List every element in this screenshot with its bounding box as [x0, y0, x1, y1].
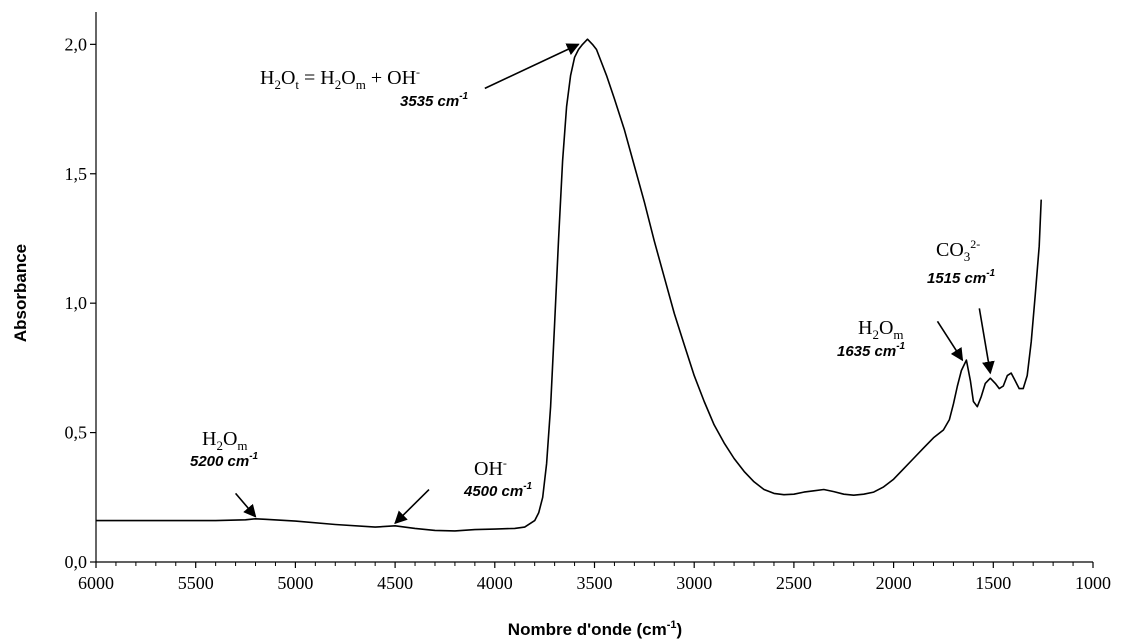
- annotation-label-h2ot: H2Ot = H2Om + OH-: [260, 65, 420, 92]
- annotation-arrow: [978, 308, 995, 375]
- x-tick-label: 4000: [477, 573, 513, 593]
- x-tick-label: 4500: [377, 573, 413, 593]
- annotation-arrow: [936, 320, 964, 362]
- annotation-label-oh-4500: OH-: [474, 456, 507, 480]
- annotation-wavenumber-3535: 3535 cm-1: [400, 91, 469, 110]
- annotation-arrows: [234, 43, 995, 525]
- y-tick-label: 1,5: [65, 164, 88, 184]
- x-axis-title: Nombre d'onde (cm-1): [508, 619, 682, 639]
- annotation-wavenumber-1515: 1515 cm-1: [927, 268, 996, 287]
- annotation-wavenumber-5200: 5200 cm-1: [190, 451, 259, 470]
- spectrum-line: [96, 38, 1042, 532]
- y-ticks: 0,0 0,5 1,0 1,5 2,0: [65, 34, 96, 572]
- y-tick-label: 0,0: [65, 552, 88, 572]
- annotation-h2ot-3535: H2Ot = H2Om + OH- 3535 cm-1: [260, 65, 469, 110]
- x-minor-ticks: [115, 562, 1074, 566]
- y-tick-label: 0,5: [65, 423, 88, 443]
- x-tick-label: 2500: [776, 573, 812, 593]
- annotation-co3-1515: CO32- 1515 cm-1: [927, 237, 996, 287]
- x-tick-label: 2000: [876, 573, 912, 593]
- annotation-arrow: [234, 492, 257, 518]
- annotation-label-h2om-5200: H2Om: [202, 428, 248, 453]
- series-group: [96, 38, 1042, 532]
- x-tick-label: 5000: [277, 573, 313, 593]
- annotation-label-co3: CO32-: [936, 237, 980, 264]
- annotation-oh-4500: OH- 4500 cm-1: [463, 456, 533, 500]
- annotation-label-h2om-1635: H2Om: [858, 317, 904, 342]
- x-tick-label: 1000: [1075, 573, 1111, 593]
- x-tick-label: 3000: [676, 573, 712, 593]
- x-ticks: 6000 5500 5000 4500 4000 3500 3000 2500 2000 1500…: [78, 562, 1111, 593]
- x-tick-label: 5500: [178, 573, 214, 593]
- axes: [95, 12, 1093, 563]
- y-tick-label: 1,0: [65, 293, 88, 313]
- annotation-wavenumber-4500: 4500 cm-1: [463, 481, 533, 500]
- annotation-h2om-5200: H2Om 5200 cm-1: [190, 428, 259, 470]
- y-axis-title: Absorbance: [11, 244, 30, 342]
- x-tick-label: 6000: [78, 573, 114, 593]
- x-tick-label: 3500: [577, 573, 613, 593]
- annotation-h2om-1635: H2Om 1635 cm-1: [837, 317, 906, 360]
- annotation-arrow: [394, 488, 430, 525]
- y-tick-label: 2,0: [65, 34, 88, 54]
- annotation-wavenumber-1635: 1635 cm-1: [837, 341, 906, 360]
- x-tick-label: 1500: [975, 573, 1011, 593]
- annotation-arrow: [484, 43, 580, 90]
